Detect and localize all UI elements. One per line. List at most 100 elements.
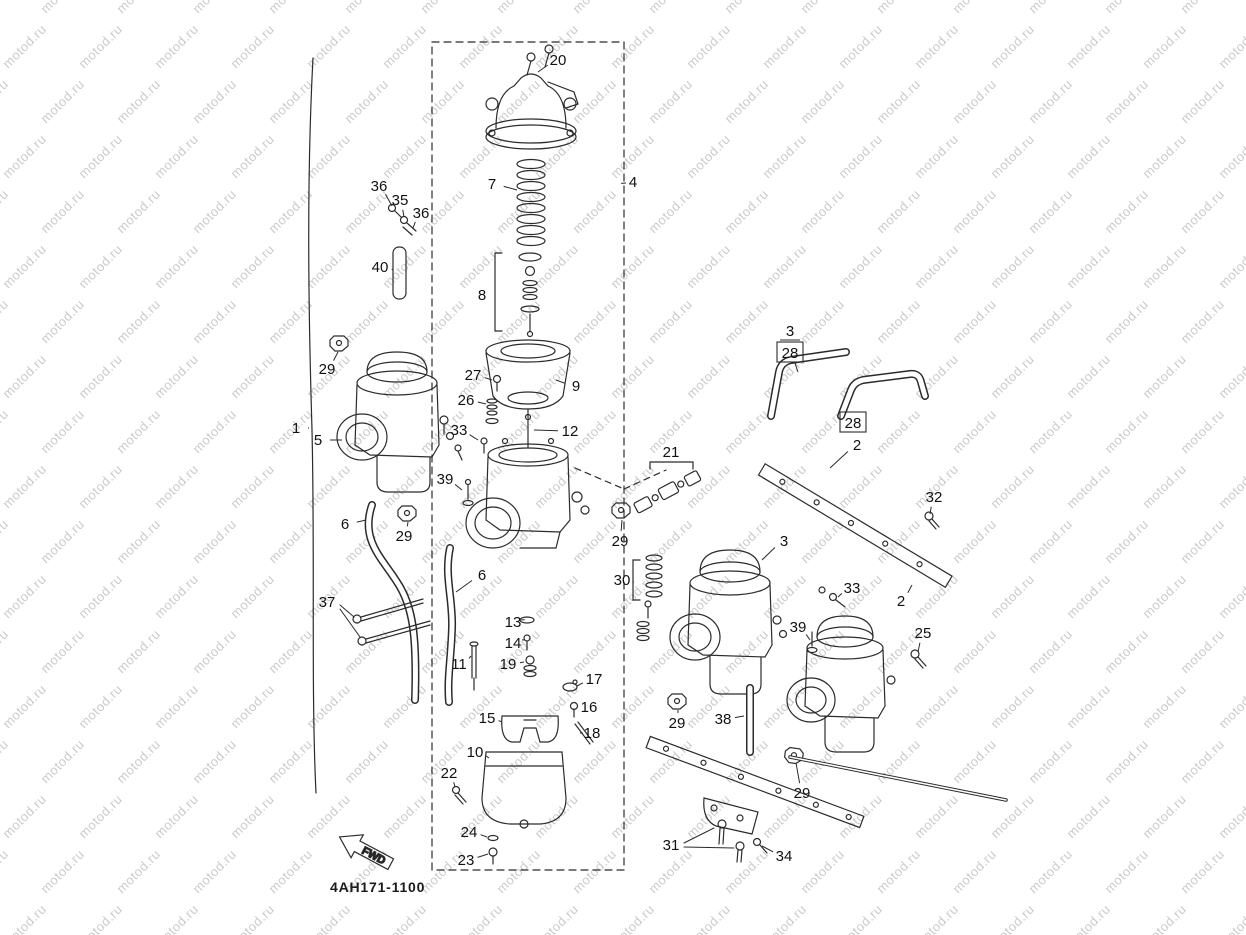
leader-line [794, 362, 799, 373]
leader-line [484, 377, 493, 381]
watermark-text: motod.ru [836, 461, 886, 511]
watermark-text: motod.ru [646, 516, 696, 566]
leader-line [477, 853, 489, 858]
watermark-text: motod.ru [1140, 681, 1190, 731]
watermark-text: motod.ru [76, 21, 126, 71]
cable-part-1 [308, 57, 317, 794]
watermark-text: motod.ru [1216, 571, 1246, 621]
watermark-text: motod.ru [38, 516, 88, 566]
carburetor-1 [336, 351, 463, 493]
watermark-text: motod.ru [1140, 351, 1190, 401]
watermark-text: motod.ru [228, 461, 278, 511]
watermark-text: motod.ru [1140, 131, 1190, 181]
watermark-text: motod.ru [874, 0, 924, 16]
watermark-text: motod.ru [798, 846, 848, 896]
watermark-text: motod.ru [1216, 351, 1246, 401]
watermark-text: motod.ru [76, 791, 126, 841]
part-label-32: 32 [926, 489, 943, 506]
part-label-29: 29 [669, 715, 686, 732]
watermark-text: motod.ru [570, 186, 620, 236]
watermark-text: motod.ru [722, 76, 772, 126]
watermark-text: motod.ru [304, 681, 354, 731]
fuel-rail-upper [757, 463, 953, 589]
throttle-rod [788, 755, 1008, 802]
watermark-text: motod.ru [760, 131, 810, 181]
watermark-text: motod.ru [152, 131, 202, 181]
part-label-38: 38 [715, 711, 732, 728]
watermark-text: motod.ru [1102, 626, 1152, 676]
watermark-text: motod.ru [1178, 406, 1228, 456]
part-label-5: 5 [314, 432, 322, 449]
watermark-text: motod.ru [342, 0, 392, 16]
small-hardware-right [806, 586, 927, 669]
label-box [839, 411, 867, 433]
watermark-text: motod.ru [304, 901, 354, 935]
part-label-22: 22 [441, 765, 458, 782]
watermark-text: motod.ru [0, 296, 11, 346]
leader-line [485, 755, 490, 759]
watermark-text: motod.ru [0, 186, 11, 236]
leader-line [576, 682, 584, 687]
watermark-text: motod.ru [152, 241, 202, 291]
watermark-text: motod.ru [988, 461, 1038, 511]
clamp-29-d [667, 693, 687, 710]
watermark-text: motod.ru [304, 21, 354, 71]
watermark-text: motod.ru [950, 846, 1000, 896]
leader-line [498, 720, 503, 723]
watermark-text: motod.ru [722, 0, 772, 16]
watermark-text: motod.ru [1216, 21, 1246, 71]
watermark-text: motod.ru [1026, 406, 1076, 456]
watermark-text: motod.ru [38, 736, 88, 786]
watermark-text: motod.ru [456, 241, 506, 291]
part-label-10: 10 [467, 744, 484, 761]
fuel-joint-21 [633, 461, 702, 514]
screw-32 [924, 511, 940, 530]
watermark-text: motod.ru [190, 406, 240, 456]
watermark-text: motod.ru [190, 0, 240, 16]
watermark-text: motod.ru [228, 681, 278, 731]
float-bowl-10 [481, 751, 567, 829]
part-label-8: 8 [478, 287, 486, 304]
part-label-24: 24 [461, 824, 478, 841]
watermark-text: motod.ru [1216, 131, 1246, 181]
watermark-text: motod.ru [1102, 736, 1152, 786]
watermark-text: motod.ru [114, 76, 164, 126]
watermark-text: motod.ru [152, 351, 202, 401]
jet-needle-12 [524, 413, 532, 448]
leader-line [469, 434, 479, 441]
watermark-text: motod.ru [38, 626, 88, 676]
part-label-39: 39 [437, 471, 454, 488]
watermark-text: motod.ru [114, 846, 164, 896]
watermark-text: motod.ru [0, 76, 11, 126]
springs-30 [632, 554, 663, 642]
part-label-29: 29 [794, 785, 811, 802]
watermark-text: motod.ru [0, 0, 11, 16]
watermark-text: motod.ru [874, 406, 924, 456]
watermark-text: motod.ru [1026, 516, 1076, 566]
watermark-text: motod.ru [190, 186, 240, 236]
part-label-11: 11 [451, 656, 467, 673]
part-label-28: 28 [845, 415, 862, 432]
screws-20 [526, 44, 554, 76]
watermark-text: motod.ru [114, 296, 164, 346]
watermark-text: motod.ru [266, 76, 316, 126]
watermark-text: motod.ru [76, 901, 126, 935]
watermark-text: motod.ru [912, 21, 962, 71]
watermark-text: motod.ru [1178, 846, 1228, 896]
fitting-35-36 [387, 203, 417, 236]
watermark-text: motod.ru [494, 736, 544, 786]
watermark-text: motod.ru [76, 681, 126, 731]
clamp-29-c [611, 502, 631, 519]
leader-line [412, 221, 416, 229]
part-label-29: 29 [396, 528, 413, 545]
leader-line [555, 379, 565, 384]
watermark-text: motod.ru [912, 681, 962, 731]
leader-line [402, 209, 405, 218]
watermark-text: motod.ru [608, 681, 658, 731]
watermark-text: motod.ru [266, 406, 316, 456]
watermark-text: motod.ru [304, 241, 354, 291]
watermark-text: motod.ru [494, 516, 544, 566]
watermark-text: motod.ru [190, 736, 240, 786]
watermark-text: motod.ru [1216, 901, 1246, 935]
